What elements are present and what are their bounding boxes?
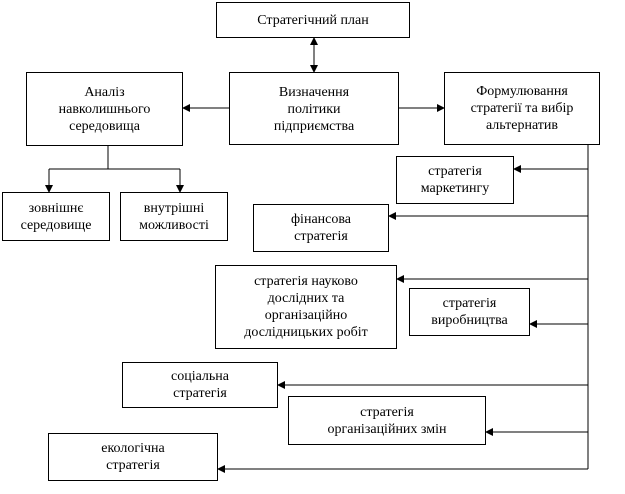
node-label: організаційно xyxy=(264,308,348,323)
node-label: стратегія науково xyxy=(254,274,358,289)
node-label: дослідницьких робіт xyxy=(244,325,368,340)
node-label: маркетингу xyxy=(420,181,490,196)
node-label: Визначення xyxy=(278,85,350,100)
box-strategic-plan: Стратегічний план xyxy=(216,2,410,38)
node-label: стратегія xyxy=(173,386,227,401)
node-label: підприємства xyxy=(273,119,355,134)
node-label: стратегія xyxy=(442,296,497,311)
node-label: стратегія xyxy=(360,404,414,420)
node-label: стратегія xyxy=(106,458,160,473)
box-financial-strategy: фінансова стратегія xyxy=(253,204,389,252)
node-label: екологічна xyxy=(101,441,165,456)
box-social-strategy: соціальна стратегія xyxy=(122,362,278,408)
box-environment-analysis: Аналіз навколишнього середовища xyxy=(26,72,183,146)
box-org-changes-strategy: стратегія організаційних змін xyxy=(288,396,486,445)
node-label: політики xyxy=(287,102,341,117)
node-label: середовища xyxy=(69,118,140,134)
node-label: стратегії та вибір xyxy=(470,101,574,116)
node-label: стратегія xyxy=(428,164,482,179)
node-label: середовище xyxy=(20,217,92,233)
box-policy: Визначення політики підприємства xyxy=(229,72,399,145)
box-ecological-strategy: екологічна стратегія xyxy=(48,433,218,481)
box-internal-capabilities: внутрішні можливості xyxy=(120,192,228,241)
node-label: внутрішні xyxy=(143,200,205,216)
box-formulation: Формулювання стратегії та вибір альтерна… xyxy=(444,72,600,145)
node-label: альтернатив xyxy=(485,118,559,133)
node-label: Стратегічний план xyxy=(257,12,369,28)
node-label: дослідних та xyxy=(267,291,345,306)
node-label: соціальна xyxy=(170,369,229,384)
node-label: організаційних змін xyxy=(327,421,447,437)
node-label: Аналіз xyxy=(84,84,125,100)
box-research-strategy: стратегія науково дослідних та організац… xyxy=(215,265,397,349)
node-label: виробництва xyxy=(431,313,508,328)
node-label: зовнішнє xyxy=(28,200,84,216)
node-label: навколишнього xyxy=(58,101,151,117)
node-label: можливості xyxy=(139,217,209,233)
node-label: фінансова xyxy=(290,212,351,227)
box-external-environment: зовнішнє середовище xyxy=(2,192,110,241)
node-label: Формулювання xyxy=(476,84,568,99)
node-label: стратегія xyxy=(294,229,348,244)
box-production-strategy: стратегія виробництва xyxy=(409,288,530,336)
box-marketing-strategy: стратегія маркетингу xyxy=(396,156,514,204)
